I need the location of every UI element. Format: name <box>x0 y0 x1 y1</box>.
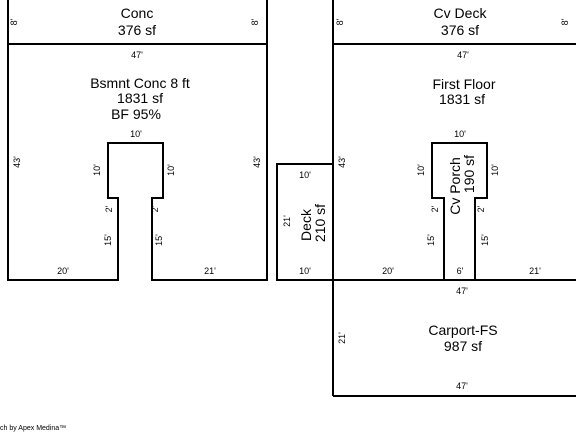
carport-area: 47' 21' Carport-FS 987 sf 47' <box>333 279 576 397</box>
carport-dim-bottom: 47' <box>456 381 468 391</box>
deck-area-value: 210 sf <box>312 204 328 242</box>
basement-notch-left-step: 2' <box>104 205 114 212</box>
basement-bottom-left: 20' <box>57 266 69 276</box>
carport-dim-top: 47' <box>456 286 468 296</box>
basement-dim-left: 43' <box>12 156 22 168</box>
cv-porch-name: Cv Porch <box>447 157 463 215</box>
basement-area-value: 1831 sf <box>117 90 163 106</box>
first-floor-bottom-right: 21' <box>529 266 541 276</box>
basement-dim-right: 43' <box>252 156 262 168</box>
first-floor-notch-left-lower: 15' <box>426 234 436 246</box>
carport-name: Carport-FS <box>428 322 497 338</box>
first-floor-bottom-left: 20' <box>382 266 394 276</box>
basement-outline <box>7 44 268 281</box>
deck-dim-top: 10' <box>299 170 311 180</box>
first-floor-bottom-mid: 6' <box>457 266 464 276</box>
footer-credit: ch by Apex Medina™ <box>0 425 66 432</box>
cv-porch-area: Cv Porch 190 sf <box>431 142 488 280</box>
basement-bottom-right: 21' <box>204 266 216 276</box>
cv-deck-dim-right: 8' <box>560 18 570 25</box>
deck-name: Deck <box>298 208 314 241</box>
conc-dim-bottom: 47' <box>131 50 143 60</box>
basement-factor: BF 95% <box>111 106 161 122</box>
basement-notch-top: 10' <box>130 129 142 139</box>
conc-dim-left: 8' <box>9 18 19 25</box>
carport-area-value: 987 sf <box>444 338 482 354</box>
first-floor-notch-top: 10' <box>454 129 466 139</box>
carport-dim-left: 21' <box>337 332 347 344</box>
conc-area: Conc 376 sf 8' 8' 47' <box>7 0 268 60</box>
cv-deck-area: Cv Deck 376 sf 8' 8' 47' <box>332 0 576 60</box>
basement-notch-right-step: 2' <box>150 205 160 212</box>
conc-area-value: 376 sf <box>118 22 156 38</box>
basement-notch-right-upper: 10' <box>166 164 176 176</box>
basement-notch-left-upper: 10' <box>92 164 102 176</box>
basement-notch-left-lower: 15' <box>103 234 113 246</box>
first-floor-dim-left: 43' <box>337 156 347 168</box>
conc-dim-right: 8' <box>250 18 260 25</box>
cv-deck-dim-left: 8' <box>335 18 345 25</box>
first-floor-notch-right-lower: 15' <box>480 234 490 246</box>
deck-area: 10' 21' Deck 210 sf 10' <box>276 163 334 281</box>
cv-deck-area-value: 376 sf <box>441 22 479 38</box>
first-floor-notch-left-step: 2' <box>430 205 440 212</box>
deck-dim-left: 21' <box>282 215 292 227</box>
first-floor-name: First Floor <box>433 76 496 92</box>
conc-name: Conc <box>121 5 154 21</box>
basement-name: Bsmnt Conc 8 ft <box>90 75 190 91</box>
first-floor-notch-right-upper: 10' <box>490 164 500 176</box>
first-floor-area-value: 1831 sf <box>439 91 485 107</box>
basement-area: Bsmnt Conc 8 ft 1831 sf BF 95% 43' 43' 1… <box>7 44 268 281</box>
first-floor-area: First Floor 1831 sf 43' 10' 10' 10' 2' 2… <box>332 44 541 396</box>
cv-deck-dim-bottom: 47' <box>457 50 469 60</box>
basement-notch-right-lower: 15' <box>154 234 164 246</box>
cv-porch-outline <box>431 142 488 280</box>
first-floor-notch-left-upper: 10' <box>416 164 426 176</box>
cv-porch-area-value: 190 sf <box>461 155 477 193</box>
cv-deck-name: Cv Deck <box>434 5 488 21</box>
deck-dim-bottom: 10' <box>299 266 311 276</box>
conc-outline <box>7 0 268 45</box>
first-floor-notch-right-step: 2' <box>476 205 486 212</box>
